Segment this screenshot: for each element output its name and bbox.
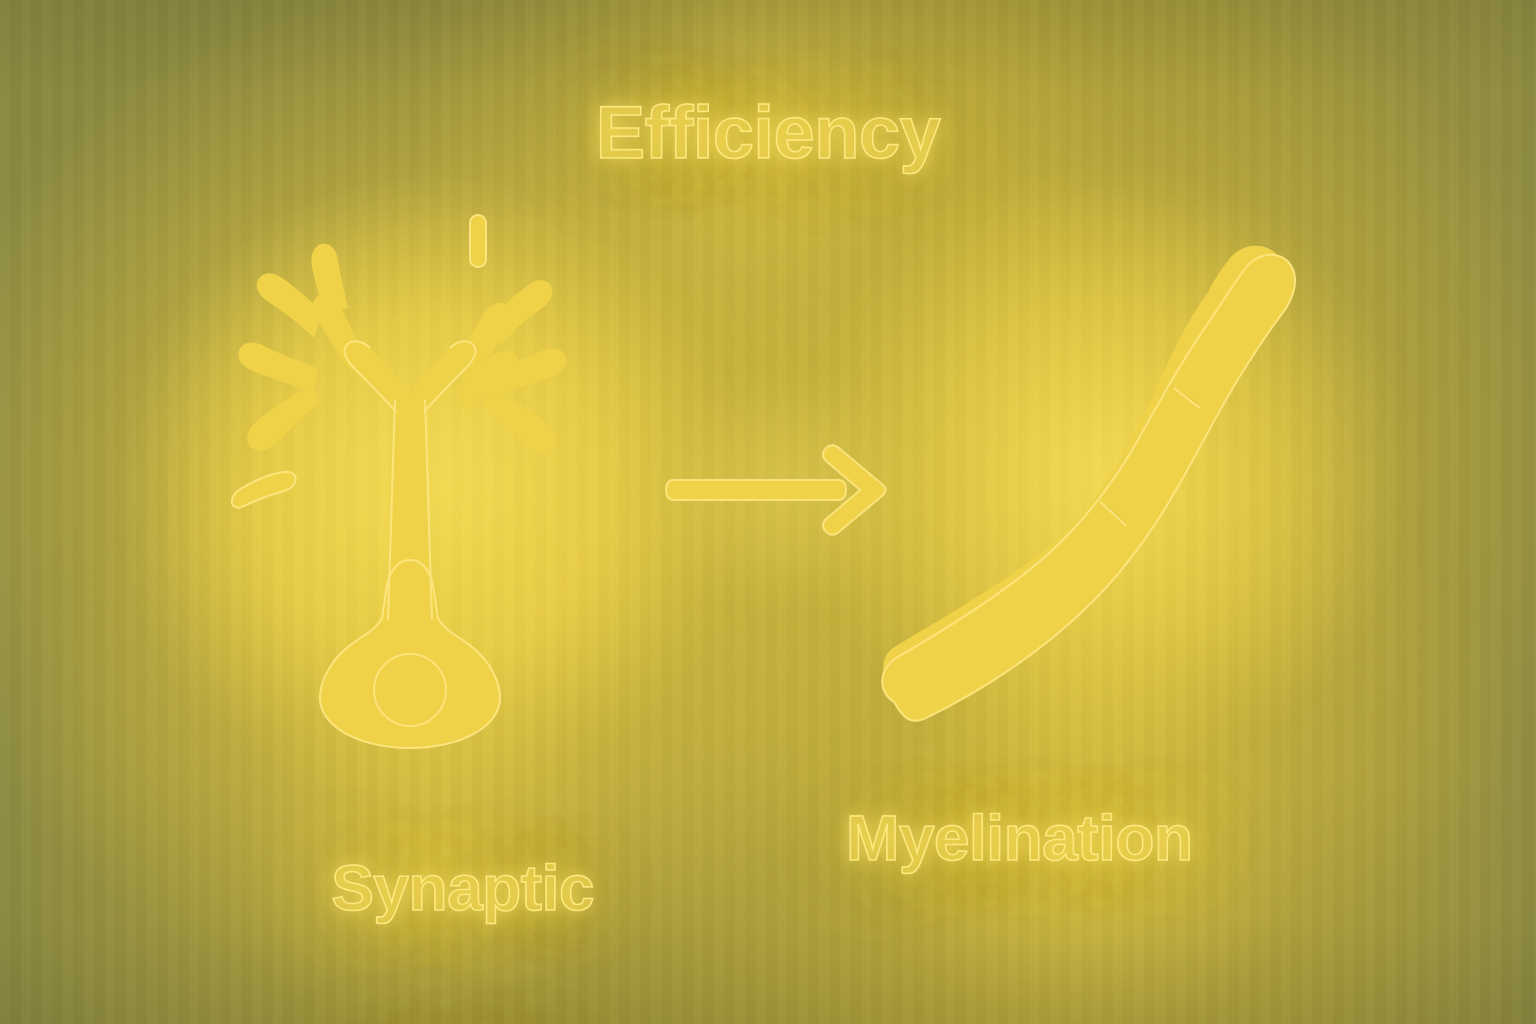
dendrite-left-lower <box>238 342 318 391</box>
label-myelination: Myelination <box>845 801 1194 875</box>
pruned-dendrite-fragment-icon <box>470 215 486 267</box>
neuron-icon <box>230 214 567 750</box>
neuron-body-group <box>231 215 567 748</box>
myelinated-axon-icon <box>881 245 1297 722</box>
dendrite-left-tip <box>311 243 348 314</box>
axon-trunk <box>388 400 432 620</box>
arrow-outline <box>664 444 887 536</box>
myelin-segments-group <box>882 245 1296 721</box>
axon-outline <box>881 254 1297 722</box>
label-synaptic-pruning-line1: Synaptic <box>330 851 595 925</box>
dendrite-right-mid <box>488 348 567 396</box>
pruned-dendrite-fragment-left-icon <box>231 471 296 508</box>
headline-efficiency: Efficiency <box>595 90 942 175</box>
arrow-head <box>823 445 886 535</box>
dendrite-right-inner <box>456 350 518 412</box>
arrow-shaft <box>666 480 846 500</box>
dendrite-left-far <box>247 386 320 451</box>
dendrite-right-lower <box>482 390 555 453</box>
dendrite-left-upper <box>256 273 322 338</box>
dendrite-right-upper <box>492 280 553 346</box>
nucleus-icon <box>373 653 447 727</box>
arrow-right-icon <box>664 444 887 536</box>
label-synaptic-pruning: Synaptic pruning <box>232 756 624 1024</box>
neuron-outline-group <box>230 214 502 750</box>
axon-body <box>882 254 1296 721</box>
